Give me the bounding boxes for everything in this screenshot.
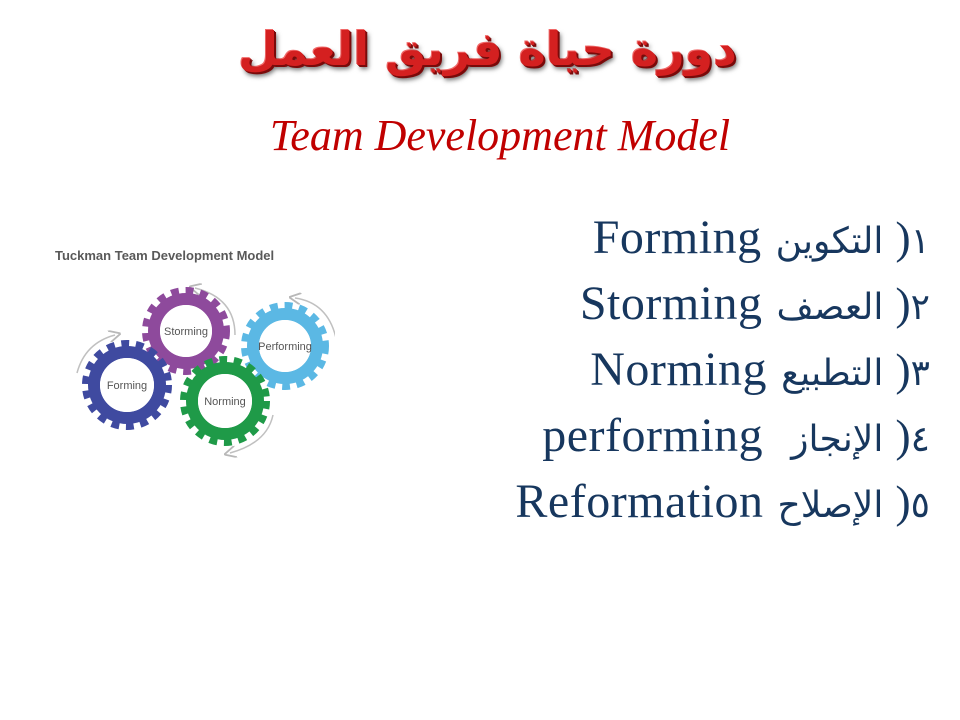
gear-performing-icon: Performing [241, 302, 329, 390]
svg-text:Norming: Norming [204, 396, 246, 408]
cycle-arrow-icon [230, 414, 274, 453]
stage-number: ٥ [910, 485, 930, 526]
stage-english-label: performing [542, 409, 764, 462]
stage-english-label: Storming [579, 277, 763, 330]
svg-text:Forming: Forming [107, 380, 147, 392]
gear-norming-icon: Norming [180, 356, 270, 446]
diagram-title: Tuckman Team Development Model [55, 248, 275, 263]
slide-subtitle-english: Team Development Model [269, 111, 731, 160]
stage-number: ١ [910, 221, 930, 262]
svg-text:Performing: Performing [258, 341, 312, 353]
stage-arabic-label: التكوين [775, 221, 884, 262]
stage-number: ٣ [910, 353, 930, 394]
stage-english-label: Norming [590, 343, 768, 396]
cycle-arrow-icon [295, 298, 335, 338]
stage-number: ٤ [910, 419, 930, 460]
svg-text:Storming: Storming [164, 326, 208, 338]
gears-illustration: Storming Performing Forming Norming [76, 243, 335, 478]
stage-arabic-label: التطبيع [781, 353, 884, 394]
stage-arabic-label: العصف [776, 287, 884, 328]
cycle-arrow-icon [76, 335, 115, 374]
stage-english-label: Forming [592, 211, 762, 264]
stage-number: ٢ [910, 287, 930, 328]
stage-arabic-label: الإصلاح [777, 485, 884, 526]
stage-arabic-label: الإنجاز [791, 419, 884, 460]
gear-storming-icon: Storming [142, 287, 230, 375]
stage-english-label: Reformation [515, 475, 764, 528]
slide-title-arabic: دورة حياة فريق العمل [238, 22, 737, 76]
tuckman-diagram-image: Tuckman Team Development Model Storming … [45, 243, 335, 478]
gear-forming-icon: Forming [82, 340, 172, 430]
